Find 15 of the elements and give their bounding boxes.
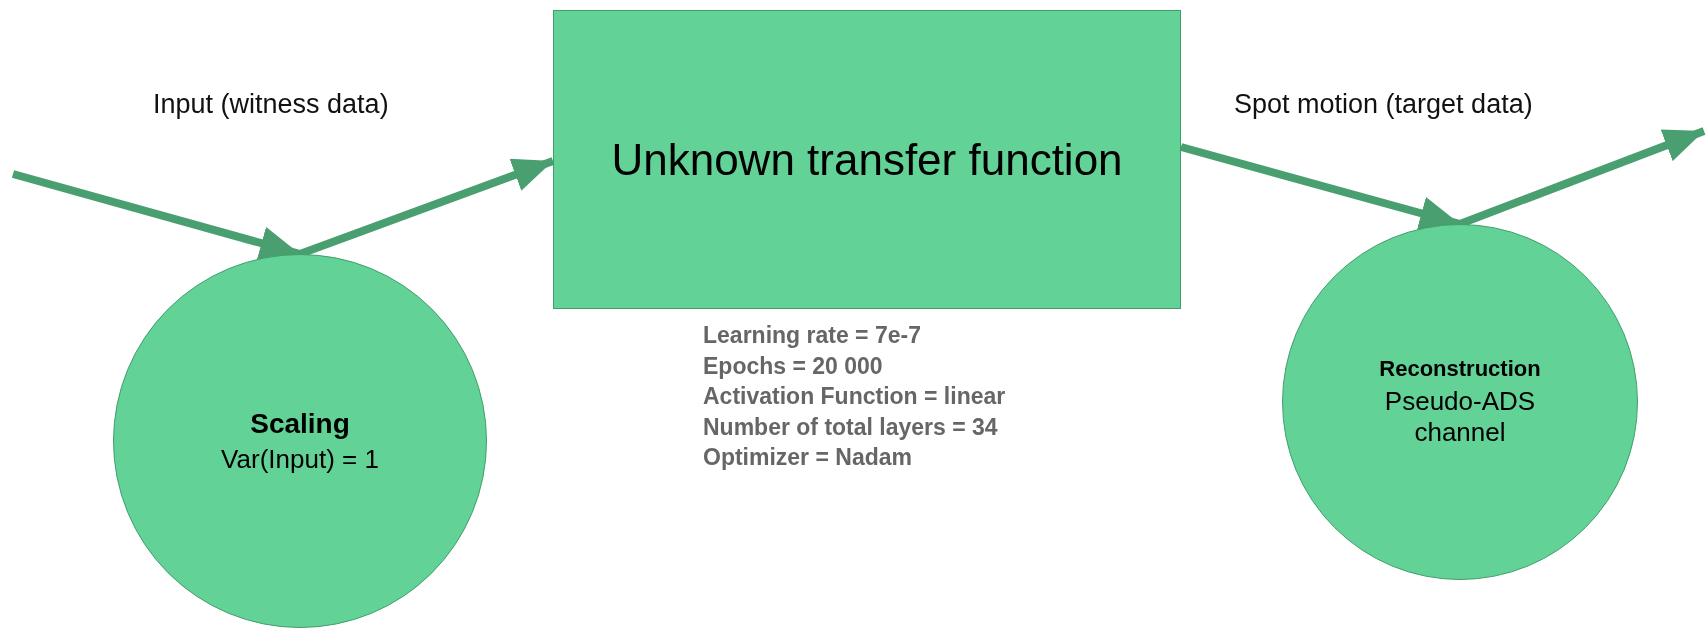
parameter-text: Number of total layers = 34 (703, 413, 998, 441)
node-title: Unknown transfer function (611, 134, 1123, 185)
parameter-text: Optimizer = Nadam (703, 444, 912, 471)
node-text: Var(Input) = 1 (221, 443, 379, 475)
flow-label: Input (witness data) (153, 89, 389, 120)
node-text: Pseudo-ADS channel (1383, 386, 1537, 448)
process-box (553, 10, 1181, 309)
flow-label: Spot motion (target data) (1234, 89, 1533, 120)
node-title: Reconstruction (1379, 356, 1541, 382)
arrow (11, 170, 302, 260)
node-title: Scaling (250, 407, 350, 440)
parameter-text: Epochs = 20 000 (703, 352, 883, 380)
parameter-text: Activation Function = linear (703, 383, 1006, 410)
arrow (1179, 143, 1462, 230)
parameter-text: Learning rate = 7e-7 (703, 322, 921, 349)
